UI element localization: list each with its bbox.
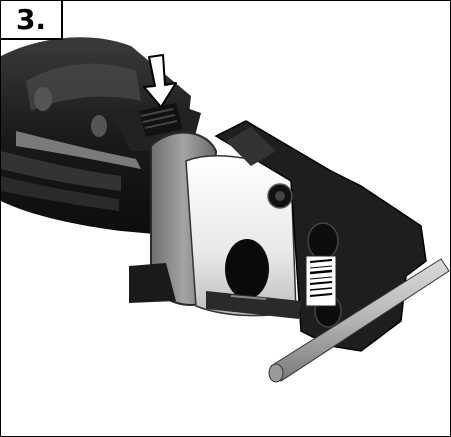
- tool-bottom: [206, 291, 301, 319]
- step-number: 3.: [1, 1, 63, 40]
- down-arrow-icon: [143, 54, 177, 108]
- press-sleeve: [185, 155, 297, 317]
- pipe: [268, 258, 450, 383]
- pressing-jaw: [214, 120, 427, 352]
